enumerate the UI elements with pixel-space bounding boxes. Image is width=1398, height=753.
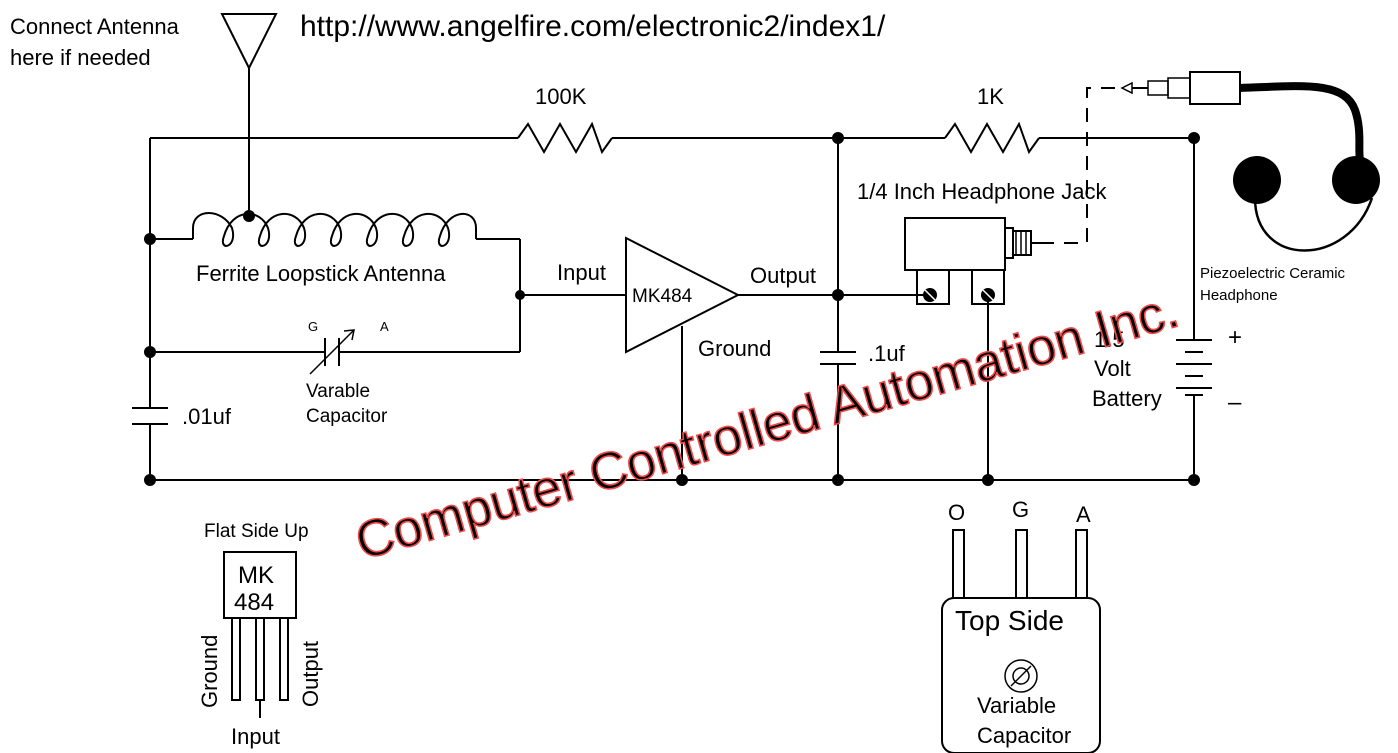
output-label: Output: [750, 263, 816, 288]
varcap-detail-pin-o: O: [948, 500, 965, 525]
antenna-note-line1: Connect Antenna: [10, 14, 180, 39]
capacitor-1uf-label: .1uf: [868, 341, 906, 366]
varcap-label-line1: Varable: [306, 381, 370, 402]
headphone-label-line2: Headphone: [1200, 287, 1278, 304]
variable-capacitor-symbol: [309, 329, 355, 375]
headphone-icon: [1233, 156, 1380, 252]
ferrite-coil: [192, 212, 477, 247]
package-legs: [231, 617, 289, 718]
resistor-1k: [944, 121, 1040, 155]
package-line2: 484: [234, 589, 274, 616]
varcap-detail-body: [941, 597, 1101, 753]
headphone-label-line1: Piezoelectric Ceramic: [1200, 265, 1346, 282]
antenna-note-line2: here if needed: [10, 45, 151, 70]
pin-output-label: Output: [298, 641, 323, 707]
varcap-detail-label-line1: Variable: [977, 693, 1056, 718]
headphone-jack: [904, 217, 1040, 305]
ground-label: Ground: [698, 336, 771, 361]
varcap-detail-label-line2: Capacitor: [977, 723, 1071, 748]
input-label: Input: [557, 260, 606, 285]
varcap-detail-pin-g: G: [1012, 497, 1029, 522]
battery-label-line3: Battery: [1092, 386, 1162, 411]
jack-label: 1/4 Inch Headphone Jack: [857, 179, 1108, 204]
pin-input-label: Input: [231, 724, 280, 749]
capacitor-1uf: [820, 351, 856, 365]
headphone-cord: [1239, 82, 1364, 161]
varcap-detail-top: Top Side: [955, 605, 1064, 636]
pinout-title: Flat Side Up: [204, 521, 309, 542]
headphone-plug: [1120, 71, 1241, 105]
mk484-amplifier: [625, 236, 741, 354]
battery-plus: +: [1228, 324, 1242, 351]
watermark: Computer Controlled Automation Inc.: [349, 281, 1185, 572]
resistor-100k: [517, 121, 613, 155]
junction-dots: [144, 132, 1200, 486]
plug-dashed-link: [1040, 87, 1115, 244]
antenna-symbol: [220, 13, 278, 216]
capacitor-01uf: [132, 407, 168, 425]
resistor-100k-label: 100K: [535, 84, 587, 109]
battery-symbol: [1176, 339, 1212, 396]
source-url: http://www.angelfire.com/electronic2/ind…: [300, 10, 886, 43]
varcap-label-line2: Capacitor: [306, 406, 388, 427]
trimmer-screw-icon: [1004, 659, 1038, 693]
pin-ground-label: Ground: [197, 635, 222, 708]
battery-label-line2: Volt: [1094, 356, 1131, 381]
varcap-pin-g: G: [308, 319, 318, 334]
varcap-detail-legs: [952, 529, 1088, 599]
jack-lug-screws: [923, 288, 995, 302]
resistor-1k-label: 1K: [977, 84, 1004, 109]
battery-minus: –: [1228, 389, 1242, 416]
capacitor-01uf-label: .01uf: [182, 404, 232, 429]
coil-label: Ferrite Loopstick Antenna: [196, 261, 446, 286]
mk484-label: MK484: [632, 286, 693, 307]
package-line1: MK: [238, 562, 274, 589]
varcap-pin-a: A: [380, 319, 389, 334]
battery-label-line1: 1.5: [1094, 327, 1125, 352]
varcap-detail-pin-a: A: [1076, 502, 1091, 527]
